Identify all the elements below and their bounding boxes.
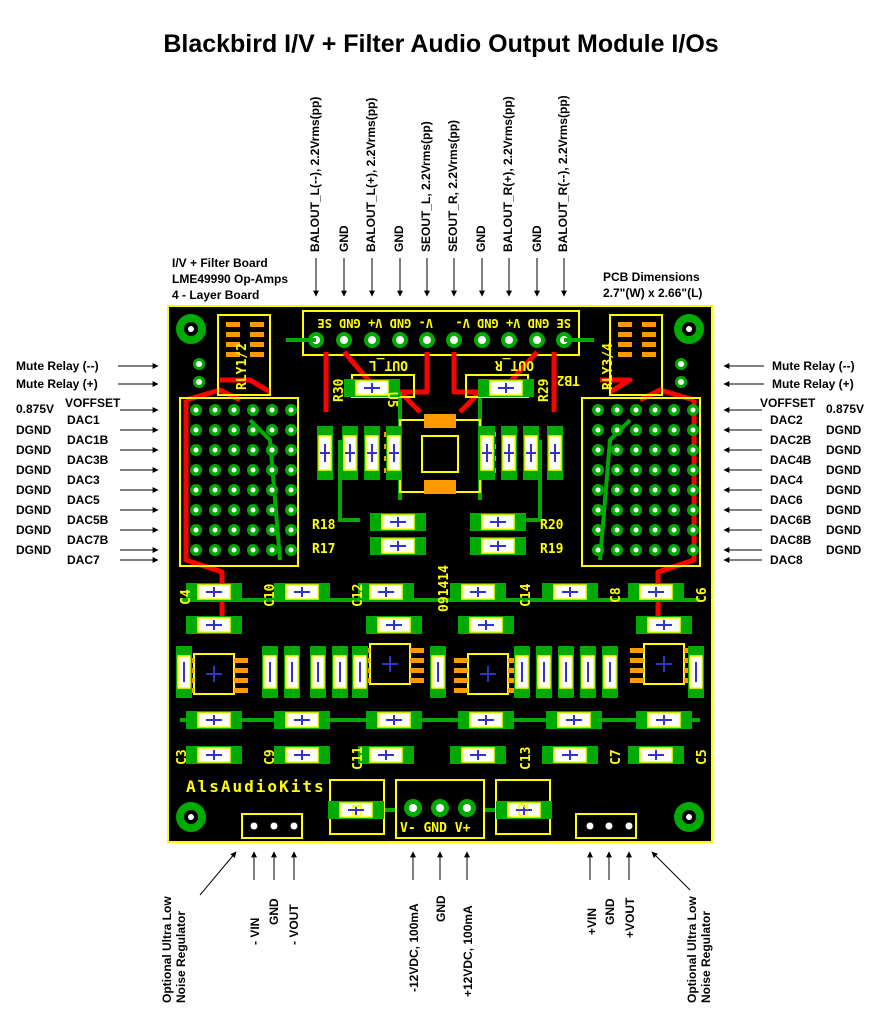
right-inner-label: DAC8 <box>770 553 803 567</box>
pcb-label-c8: C8 <box>609 587 624 603</box>
right-arrows <box>723 363 764 563</box>
bottom-arrows <box>199 851 691 896</box>
right-outer-label: DGND <box>826 503 862 517</box>
pcb-label-c11: C11 <box>351 746 366 770</box>
left-inner-label: DAC7B <box>67 533 109 547</box>
board-note-1: I/V + Filter Board <box>172 256 268 270</box>
opamp-ic <box>643 643 685 685</box>
pcb-label-c3: C3 <box>175 749 190 765</box>
pcb-label-date: 091414 <box>437 565 452 612</box>
right-inner-label: DAC6 <box>770 493 803 507</box>
left-outer-label: DGND <box>16 503 52 517</box>
pcb-label-tb2: TB2 <box>557 372 580 387</box>
left-mute-relay-pos: Mute Relay (+) <box>16 377 98 391</box>
right-outer-label: DGND <box>826 463 862 477</box>
pcb-dimensions-value: 2.7"(W) x 2.66"(L) <box>603 286 703 300</box>
page-title: Blackbird I/V + Filter Audio Output Modu… <box>163 30 719 58</box>
left-outer-label: DGND <box>16 543 52 557</box>
right-mute-relay-pos: Mute Relay (+) <box>772 377 854 391</box>
left-arrows <box>118 363 159 563</box>
left-inner-label: DAC1 <box>67 413 100 427</box>
left-inner-label: VOFFSET <box>65 396 121 410</box>
pcb-label-r29: R29 <box>537 379 552 402</box>
top-arrows <box>313 258 567 297</box>
right-outer-label: DGND <box>826 543 862 557</box>
right-outer-label: DGND <box>826 523 862 537</box>
pcb-label-r20: R20 <box>540 518 564 533</box>
top-connector-pins <box>308 332 572 348</box>
right-outer-label: 0.875V <box>826 402 865 416</box>
pcb-label-c4: C4 <box>179 589 194 605</box>
pcb-label-u5: U5 <box>384 392 399 408</box>
pcb-label-rly12: RLY1/2 <box>235 343 250 390</box>
left-inner-label: DAC5B <box>67 513 109 527</box>
pcb-label-r17: R17 <box>312 542 335 557</box>
left-inner-label: DAC5 <box>67 493 100 507</box>
pcb-label-r18: R18 <box>312 518 336 533</box>
opamp-ic <box>369 643 411 685</box>
opamp-ic <box>467 653 509 695</box>
left-mute-relay-neg: Mute Relay (--) <box>16 359 99 373</box>
opamp-ic <box>193 653 235 695</box>
right-inner-label: DAC2B <box>770 433 812 447</box>
pcb-dimensions-title: PCB Dimensions <box>603 270 700 284</box>
left-inner-label: DAC1B <box>67 433 109 447</box>
pcb-label-c14: C14 <box>519 583 534 607</box>
pcb-label-out-r: OUT_R <box>495 357 534 372</box>
pcb-label-c9: C9 <box>263 749 278 765</box>
pcb-label-c7: C7 <box>609 749 624 765</box>
left-outer-label: DGND <box>16 483 52 497</box>
left-outer-label: DGND <box>16 463 52 477</box>
pcb-label-brand: AlsAudioKits <box>186 777 326 796</box>
board-note-2: LME49990 Op-Amps <box>172 272 289 286</box>
pcb-label-r30: R30 <box>332 378 347 402</box>
pcb-label-out-l: OUT_L <box>369 357 408 372</box>
right-mute-relay-neg: Mute Relay (--) <box>772 359 855 373</box>
left-outer-label: DGND <box>16 523 52 537</box>
right-outer-label: DGND <box>826 483 862 497</box>
right-inner-label: DAC4B <box>770 453 812 467</box>
pcb-label-pwr: V- GND V+ <box>400 821 471 836</box>
right-inner-label: DAC6B <box>770 513 812 527</box>
left-outer-label: DGND <box>16 423 52 437</box>
right-outer-label: DGND <box>826 423 862 437</box>
left-outer-label: DGND <box>16 443 52 457</box>
left-inner-label: DAC3 <box>67 473 100 487</box>
pcb-label-c12: C12 <box>351 584 366 607</box>
right-inner-label: DAC2 <box>770 413 803 427</box>
left-inner-label: DAC7 <box>67 553 100 567</box>
right-inner-label: VOFFSET <box>760 396 816 410</box>
right-outer-label: DGND <box>826 443 862 457</box>
left-outer-label: 0.875V <box>16 402 55 416</box>
header-pins-left <box>190 404 699 556</box>
pcb-label-c10: C10 <box>263 583 278 607</box>
right-inner-label: DAC4 <box>770 473 803 487</box>
pcb-label-c5: C5 <box>695 749 710 765</box>
left-inner-label: DAC3B <box>67 453 109 467</box>
pcb-label-c13: C13 <box>519 747 534 770</box>
board-note-3: 4 - Layer Board <box>172 288 260 302</box>
pcb-label-c2: C2 <box>517 802 532 818</box>
pcb-label-c6: C6 <box>695 587 710 603</box>
pcb-label-conn-l: V- GND V+ GND SE <box>317 316 433 330</box>
pcb-label-rly34: RLY3/4 <box>601 343 616 390</box>
pcb-label-c1: C1 <box>351 802 366 818</box>
right-inner-label: DAC8B <box>770 533 812 547</box>
pcb-label-conn-r: SE GND V+ GND V- <box>455 316 571 330</box>
pcb-label-r19: R19 <box>540 542 563 557</box>
